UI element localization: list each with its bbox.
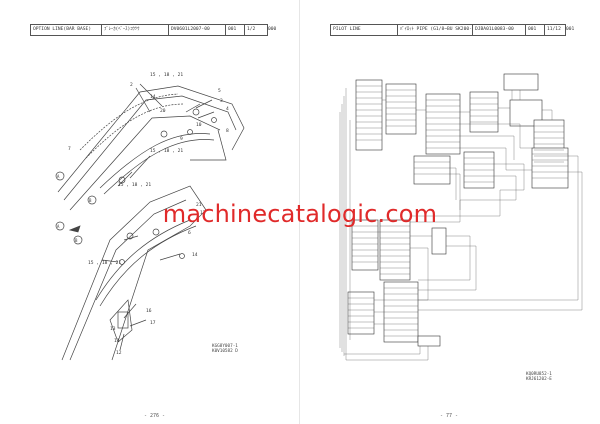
- right-schematic-drawing: [339, 73, 583, 361]
- svg-text:2: 2: [130, 82, 133, 88]
- right-title-rev: 001: [526, 25, 545, 35]
- right-title-subname: ﾊﾟｲﾛｯﾄ PIPE (G1/8~BU SK200-3: [398, 25, 473, 35]
- callout-label: 15 , 18 , 21: [150, 72, 183, 78]
- svg-text:14: 14: [150, 94, 156, 100]
- left-drawing-code-2: K0V10582 D: [212, 349, 238, 355]
- callout-label: 15 , 18 , 21: [150, 148, 183, 154]
- svg-text:15 , 18 , 21: 15 , 18 , 21: [150, 148, 183, 154]
- callout-label: 20: [160, 108, 166, 114]
- svg-text:11: 11: [114, 338, 120, 344]
- svg-text:15 , 18 , 21: 15 , 18 , 21: [88, 260, 121, 266]
- connector-block: [413, 155, 451, 185]
- left-title-sheet: 1/2: [247, 27, 256, 32]
- right-title-suffix: 001: [566, 27, 575, 32]
- callout-label: 15 , 18 , 21: [118, 182, 151, 188]
- svg-text:B: B: [75, 238, 78, 243]
- left-page-number: - 276 -: [144, 413, 166, 419]
- left-title-suffix: 000: [268, 27, 277, 32]
- right-page-number: - 77 -: [440, 413, 459, 419]
- svg-text:10: 10: [196, 122, 202, 128]
- callout-label: 9: [180, 136, 183, 142]
- svg-text:3: 3: [220, 98, 223, 104]
- left-title-name: OPTION LINE(BAR BASE): [31, 25, 102, 35]
- callout-label: B: [75, 238, 78, 243]
- callout-label: 14: [192, 252, 198, 258]
- callout-label: 2: [130, 82, 133, 88]
- right-title-drawing-no: DJBA01L0083-00: [473, 25, 526, 35]
- svg-text:15 , 18 , 21: 15 , 18 , 21: [150, 72, 183, 78]
- callout-label: 17: [150, 320, 156, 326]
- svg-text:12: 12: [116, 350, 122, 356]
- callout-label: 5: [218, 88, 221, 94]
- connector-block: [347, 291, 375, 335]
- right-title-name: PILOT LINE: [331, 25, 398, 35]
- svg-text:6: 6: [188, 230, 191, 236]
- callout-label: 14: [150, 94, 156, 100]
- callout-label: 12: [116, 350, 122, 356]
- left-parts-drawing: 15 , 18 , 21 2 14 5 3 4 10 8 9 20 7 15 ,…: [55, 72, 245, 361]
- callout-label: 13: [110, 326, 116, 332]
- svg-text:A: A: [57, 224, 60, 229]
- svg-text:17: 17: [150, 320, 156, 326]
- callout-label: A: [57, 174, 60, 179]
- right-drawing-code: KQ0RU852-1 KRJ61202-E: [526, 372, 552, 383]
- svg-text:4: 4: [226, 106, 229, 112]
- left-title-drawing-no: DV0601L2007-00: [169, 25, 226, 35]
- left-title-subname: ﾌﾞﾚｰｶ(ﾍﾞｰｽ)ｺｳﾂｳ: [102, 25, 169, 35]
- connector-block: [431, 227, 447, 255]
- callout-label: 15 , 18 , 21: [88, 260, 121, 266]
- callout-label: 12: [200, 210, 206, 216]
- right-drawing-code-2: KRJ61202-E: [526, 377, 552, 383]
- connector-block: [531, 147, 569, 189]
- svg-text:15 , 18 , 21: 15 , 18 , 21: [118, 182, 151, 188]
- right-manual-page: PILOT LINE ﾊﾟｲﾛｯﾄ PIPE (G1/8~BU SK200-3 …: [300, 0, 600, 424]
- connector-block: [351, 219, 379, 271]
- callout-label: 21: [196, 202, 202, 208]
- right-title-block: PILOT LINE ﾊﾟｲﾛｯﾄ PIPE (G1/8~BU SK200-3 …: [330, 24, 566, 36]
- svg-text:14: 14: [192, 252, 198, 258]
- svg-text:8: 8: [226, 128, 229, 134]
- watermark-text: machinecatalogic.com: [162, 200, 438, 228]
- svg-text:20: 20: [160, 108, 166, 114]
- svg-text:5: 5: [218, 88, 221, 94]
- callout-label: 16: [146, 308, 152, 314]
- right-title-sheet: 11/12: [547, 27, 561, 32]
- right-drawing-code-1: KQ0RU852-1: [526, 372, 552, 377]
- connector-block: [385, 83, 417, 135]
- svg-text:21: 21: [196, 202, 202, 208]
- callout-label: 4: [226, 106, 229, 112]
- callout-label: 7: [68, 146, 71, 152]
- left-drawing-code-1: KGG8Y007-1: [212, 344, 238, 349]
- left-title-rev: 001: [226, 25, 245, 35]
- connector-block: [355, 79, 383, 151]
- connector-block: [469, 91, 499, 133]
- svg-text:16: 16: [146, 308, 152, 314]
- callout-label: A: [57, 224, 60, 229]
- svg-text:7: 7: [68, 146, 71, 152]
- svg-text:13: 13: [110, 326, 116, 332]
- callout-label: 3: [220, 98, 223, 104]
- callout-label: B: [89, 198, 92, 203]
- svg-text:B: B: [89, 198, 92, 203]
- connector-block: [417, 335, 441, 347]
- page-gutter: [299, 0, 300, 424]
- left-drawing-code: KGG8Y007-1 K0V10582 D: [212, 344, 238, 355]
- left-title-block: OPTION LINE(BAR BASE) ﾌﾞﾚｰｶ(ﾍﾞｰｽ)ｺｳﾂｳ DV…: [30, 24, 268, 36]
- svg-text:9: 9: [180, 136, 183, 142]
- left-manual-page: OPTION LINE(BAR BASE) ﾌﾞﾚｰｶ(ﾍﾞｰｽ)ｺｳﾂｳ DV…: [30, 24, 277, 419]
- connector-block: [503, 73, 539, 91]
- callout-label: 11: [114, 338, 120, 344]
- callout-label: 8: [226, 128, 229, 134]
- callout-label: 6: [188, 230, 191, 236]
- svg-text:12: 12: [200, 210, 206, 216]
- svg-text:A: A: [57, 174, 60, 179]
- callout-label: 10: [196, 122, 202, 128]
